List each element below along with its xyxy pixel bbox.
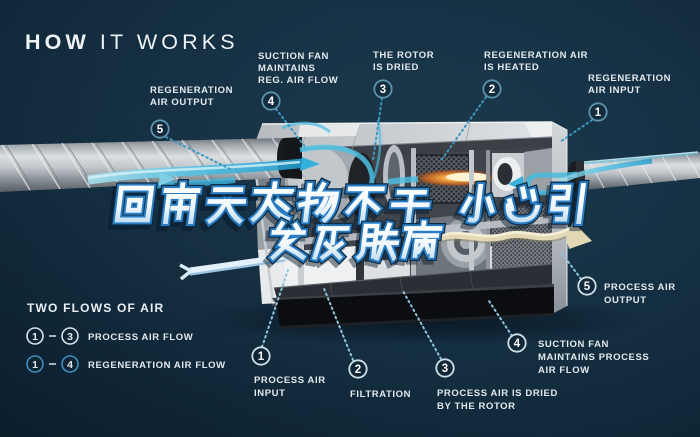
svg-text:3: 3 bbox=[442, 363, 448, 375]
svg-text:FILTRATION: FILTRATION bbox=[350, 389, 411, 400]
svg-text:SUCTION FAN: SUCTION FAN bbox=[538, 339, 609, 350]
svg-text:5: 5 bbox=[157, 124, 164, 136]
svg-text:REGENERATION AIR FLOW: REGENERATION AIR FLOW bbox=[88, 360, 226, 371]
svg-text:IS DRIED: IS DRIED bbox=[373, 62, 419, 73]
svg-text:1: 1 bbox=[595, 107, 602, 119]
svg-text:REG. AIR FLOW: REG. AIR FLOW bbox=[258, 75, 338, 86]
svg-text:AIR FLOW: AIR FLOW bbox=[538, 365, 590, 376]
svg-text:1: 1 bbox=[258, 351, 265, 363]
svg-text:THE ROTOR: THE ROTOR bbox=[373, 50, 434, 61]
svg-text:IS HEATED: IS HEATED bbox=[484, 62, 539, 73]
svg-text:PROCESS AIR: PROCESS AIR bbox=[254, 375, 326, 386]
svg-text:BY THE ROTOR: BY THE ROTOR bbox=[437, 401, 516, 412]
svg-text:1: 1 bbox=[32, 359, 38, 371]
svg-text:PROCESS AIR FLOW: PROCESS AIR FLOW bbox=[88, 332, 193, 343]
svg-text:4: 4 bbox=[268, 96, 275, 108]
svg-text:AIR INPUT: AIR INPUT bbox=[588, 85, 641, 96]
svg-text:2: 2 bbox=[489, 84, 495, 96]
svg-text:REGENERATION: REGENERATION bbox=[588, 73, 671, 84]
svg-text:3: 3 bbox=[67, 331, 73, 343]
svg-text:5: 5 bbox=[584, 281, 591, 293]
svg-text:2: 2 bbox=[355, 364, 361, 376]
svg-text:MAINTAINS PROCESS: MAINTAINS PROCESS bbox=[538, 352, 649, 363]
svg-text:OUTPUT: OUTPUT bbox=[604, 295, 647, 306]
svg-text:HOW IT WORKS: HOW IT WORKS bbox=[25, 30, 239, 54]
svg-text:AIR OUTPUT: AIR OUTPUT bbox=[150, 97, 214, 108]
svg-text:INPUT: INPUT bbox=[254, 388, 286, 399]
svg-text:PROCESS AIR: PROCESS AIR bbox=[604, 282, 676, 293]
svg-text:SUCTION FAN: SUCTION FAN bbox=[258, 51, 329, 62]
svg-text:REGENERATION AIR: REGENERATION AIR bbox=[484, 50, 588, 61]
svg-text:1: 1 bbox=[32, 331, 38, 343]
svg-text:REGENERATION: REGENERATION bbox=[150, 85, 233, 96]
svg-text:TWO FLOWS OF AIR: TWO FLOWS OF AIR bbox=[27, 301, 164, 315]
svg-text:4: 4 bbox=[67, 359, 73, 371]
svg-text:PROCESS AIR IS DRIED: PROCESS AIR IS DRIED bbox=[437, 388, 558, 399]
svg-text:MAINTAINS: MAINTAINS bbox=[258, 63, 315, 74]
svg-text:4: 4 bbox=[514, 338, 521, 350]
svg-text:3: 3 bbox=[380, 84, 386, 96]
